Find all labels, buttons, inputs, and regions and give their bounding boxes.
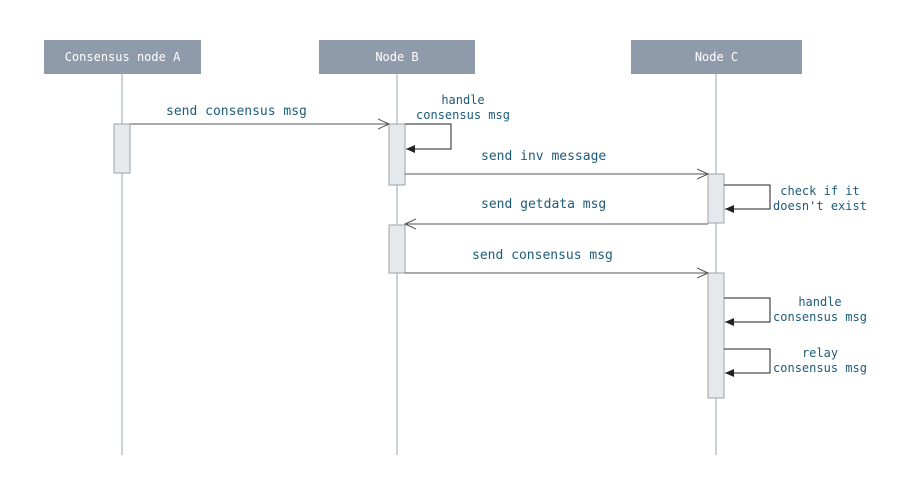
- message-label-3: send getdata msg: [481, 197, 607, 212]
- self-label-c-relay-line1: relay: [801, 346, 839, 360]
- self-label-c-relay-line2: consensus msg: [773, 361, 867, 375]
- self-arrow-c-relay: [724, 348, 771, 377]
- self-label-c-handle-line1: handle: [798, 295, 842, 309]
- actor-b-label: Node B: [375, 50, 419, 64]
- activation-c-2: [707, 272, 725, 399]
- self-label-b-handle-line2: consensus msg: [416, 108, 510, 122]
- message-label-2: send inv message: [481, 149, 607, 164]
- actor-node-b: Node B: [319, 40, 475, 74]
- actor-c-label: Node C: [694, 50, 739, 64]
- self-label-c-check-line1: check if it: [780, 184, 860, 198]
- self-arrow-c-check: [724, 184, 771, 213]
- self-label-c-handle: handle consensus msg: [768, 295, 872, 325]
- activation-a-1: [113, 123, 131, 174]
- message-label-4: send consensus msg: [472, 248, 613, 263]
- self-label-c-relay: relay consensus msg: [768, 346, 872, 376]
- activation-b-2: [388, 224, 406, 274]
- self-label-b-handle: handle consensus msg: [413, 93, 513, 123]
- self-label-b-handle-line1: handle: [441, 93, 485, 107]
- self-label-c-check-line2: doesn't exist: [773, 199, 867, 213]
- self-arrow-b-handle: [405, 123, 452, 153]
- self-label-c-handle-line2: consensus msg: [773, 310, 867, 324]
- actor-consensus-node-a: Consensus node A: [44, 40, 201, 74]
- message-label-1: send consensus msg: [166, 104, 307, 119]
- actor-a-label: Consensus node A: [64, 50, 181, 64]
- activation-c-1: [707, 173, 725, 224]
- activation-b-1: [388, 123, 406, 186]
- actor-node-c: Node C: [631, 40, 802, 74]
- self-label-c-check: check if it doesn't exist: [768, 184, 872, 214]
- self-arrow-c-handle: [724, 297, 771, 326]
